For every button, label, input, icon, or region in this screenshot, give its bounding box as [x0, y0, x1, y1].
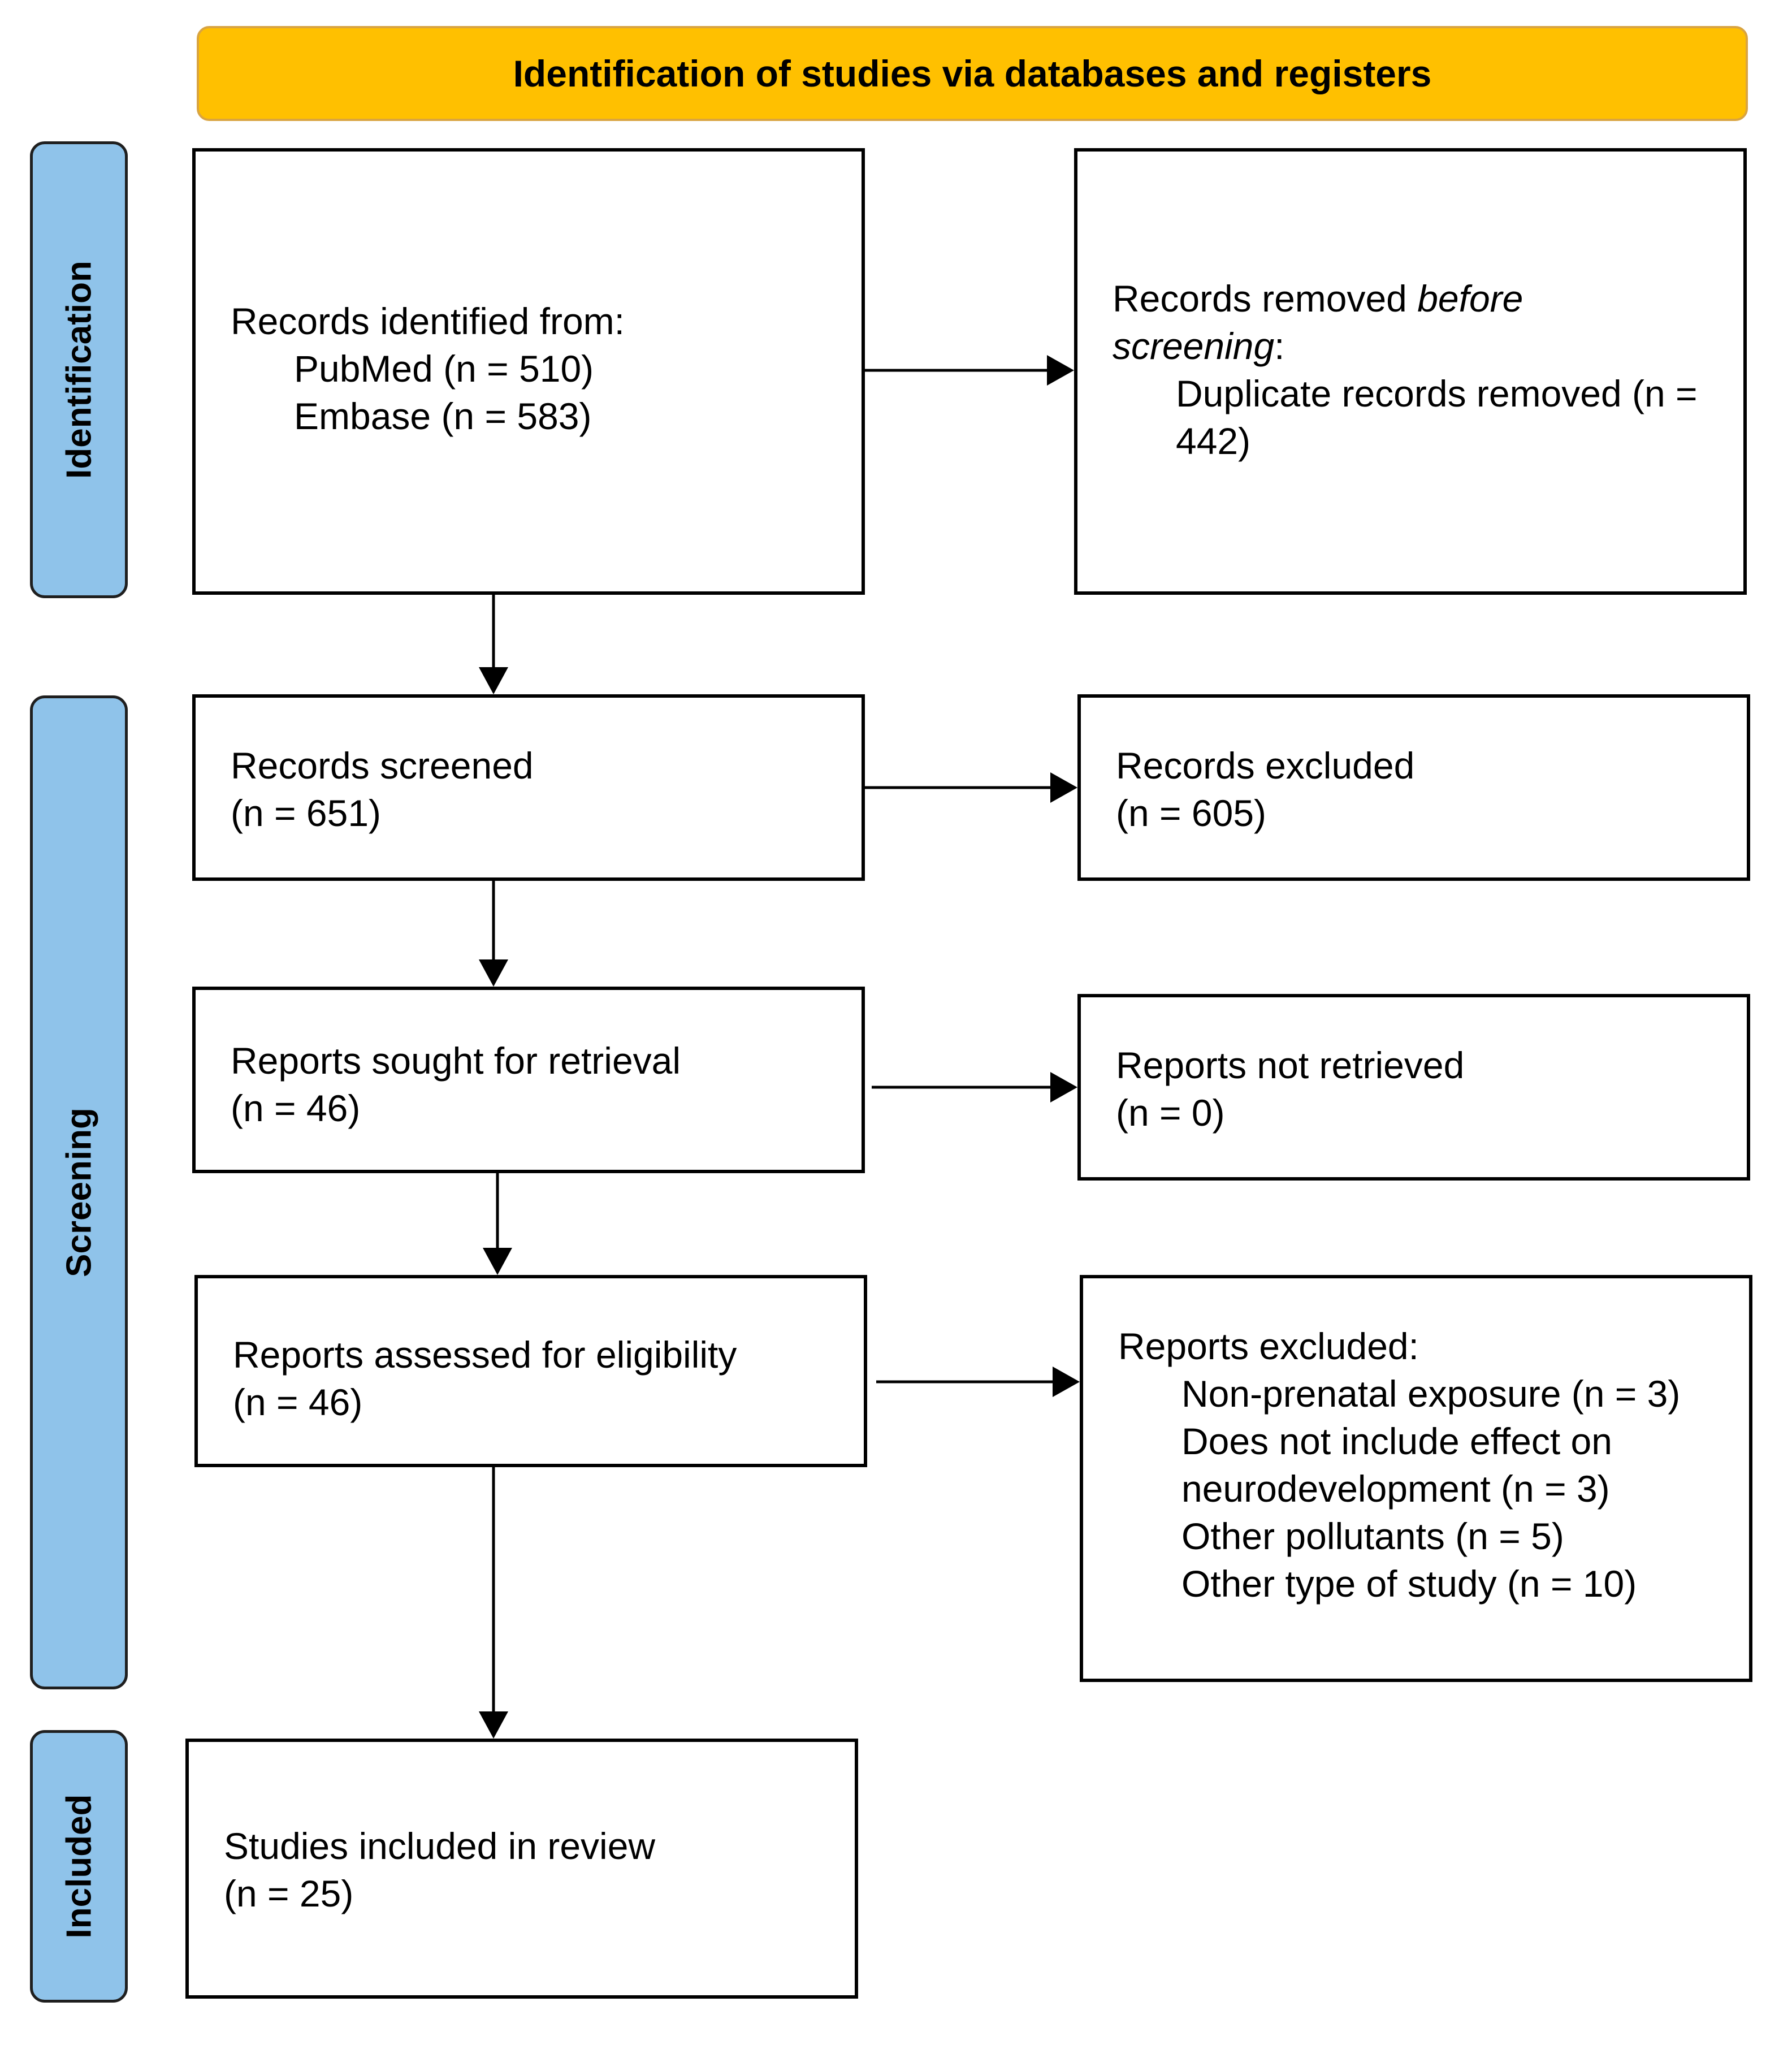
records-excluded-label: Records excluded [1116, 745, 1415, 786]
arrow-to-records-excluded [865, 772, 1077, 803]
records-removed-heading-start: Records removed [1113, 278, 1418, 319]
arrow-to-reports-not-retrieved [872, 1072, 1077, 1103]
stage-screening: Screening [30, 695, 128, 1689]
reports-sought-count: (n = 46) [231, 1087, 361, 1129]
records-excluded-count: (n = 605) [1116, 792, 1266, 834]
arrow-to-reports-sought [479, 881, 508, 987]
reports-excluded-reason: Other type of study (n = 10) [1181, 1563, 1637, 1605]
reports-excluded-reason: Other pollutants (n = 5) [1181, 1515, 1564, 1557]
stage-identification: Identification [30, 141, 128, 598]
studies-included-box: Studies included in review (n = 25) [185, 1739, 858, 1999]
records-identified-box: Records identified from: PubMed (n = 510… [192, 148, 865, 595]
reports-assessed-count: (n = 46) [233, 1381, 363, 1423]
studies-included-count: (n = 25) [224, 1873, 354, 1914]
reports-not-retrieved-box: Reports not retrieved (n = 0) [1077, 994, 1750, 1181]
studies-included-label: Studies included in review [224, 1825, 656, 1867]
records-removed-detail: Duplicate records removed (n = 442) [1176, 373, 1698, 462]
stage-included: Included [30, 1730, 128, 2003]
reports-sought-label: Reports sought for retrieval [231, 1040, 681, 1082]
reports-excluded-heading: Reports excluded: [1118, 1325, 1419, 1367]
records-identified-pubmed: PubMed (n = 510) [294, 348, 594, 390]
records-removed-heading-end: : [1274, 325, 1285, 367]
arrow-to-studies-included [479, 1467, 508, 1739]
vertical-arrows [479, 595, 512, 1739]
records-removed-heading: Records removed before screening: [1113, 275, 1709, 370]
arrow-to-records-screened [479, 595, 508, 694]
reports-not-retrieved-label: Reports not retrieved [1116, 1044, 1465, 1086]
records-identified-heading: Records identified from: [231, 300, 625, 342]
records-screened-label: Records screened [231, 745, 534, 786]
records-excluded-box: Records excluded (n = 605) [1077, 694, 1750, 881]
reports-sought-box: Reports sought for retrieval (n = 46) [192, 987, 865, 1173]
reports-not-retrieved-count: (n = 0) [1116, 1092, 1225, 1134]
records-identified-embase: Embase (n = 583) [294, 395, 592, 437]
arrow-to-reports-assessed [483, 1173, 512, 1275]
reports-assessed-box: Reports assessed for eligibility (n = 46… [194, 1275, 867, 1467]
records-screened-count: (n = 651) [231, 792, 381, 834]
arrow-to-records-removed [865, 355, 1074, 386]
records-screened-box: Records screened (n = 651) [192, 694, 865, 881]
records-removed-box: Records removed before screening: Duplic… [1074, 148, 1747, 595]
reports-excluded-box: Reports excluded: Non-prenatal exposure … [1080, 1275, 1752, 1682]
records-removed-heading-emphasis: before screening [1113, 278, 1523, 367]
banner-title: Identification of studies via databases … [513, 53, 1432, 94]
horizontal-arrows [865, 355, 1080, 1397]
arrow-to-reports-excluded [876, 1367, 1080, 1397]
identification-banner: Identification of studies via databases … [197, 26, 1748, 121]
reports-excluded-reason: Non-prenatal exposure (n = 3) [1181, 1373, 1681, 1415]
reports-excluded-reason: Does not include effect on neurodevelopm… [1181, 1420, 1612, 1510]
reports-assessed-label: Reports assessed for eligibility [233, 1334, 737, 1376]
